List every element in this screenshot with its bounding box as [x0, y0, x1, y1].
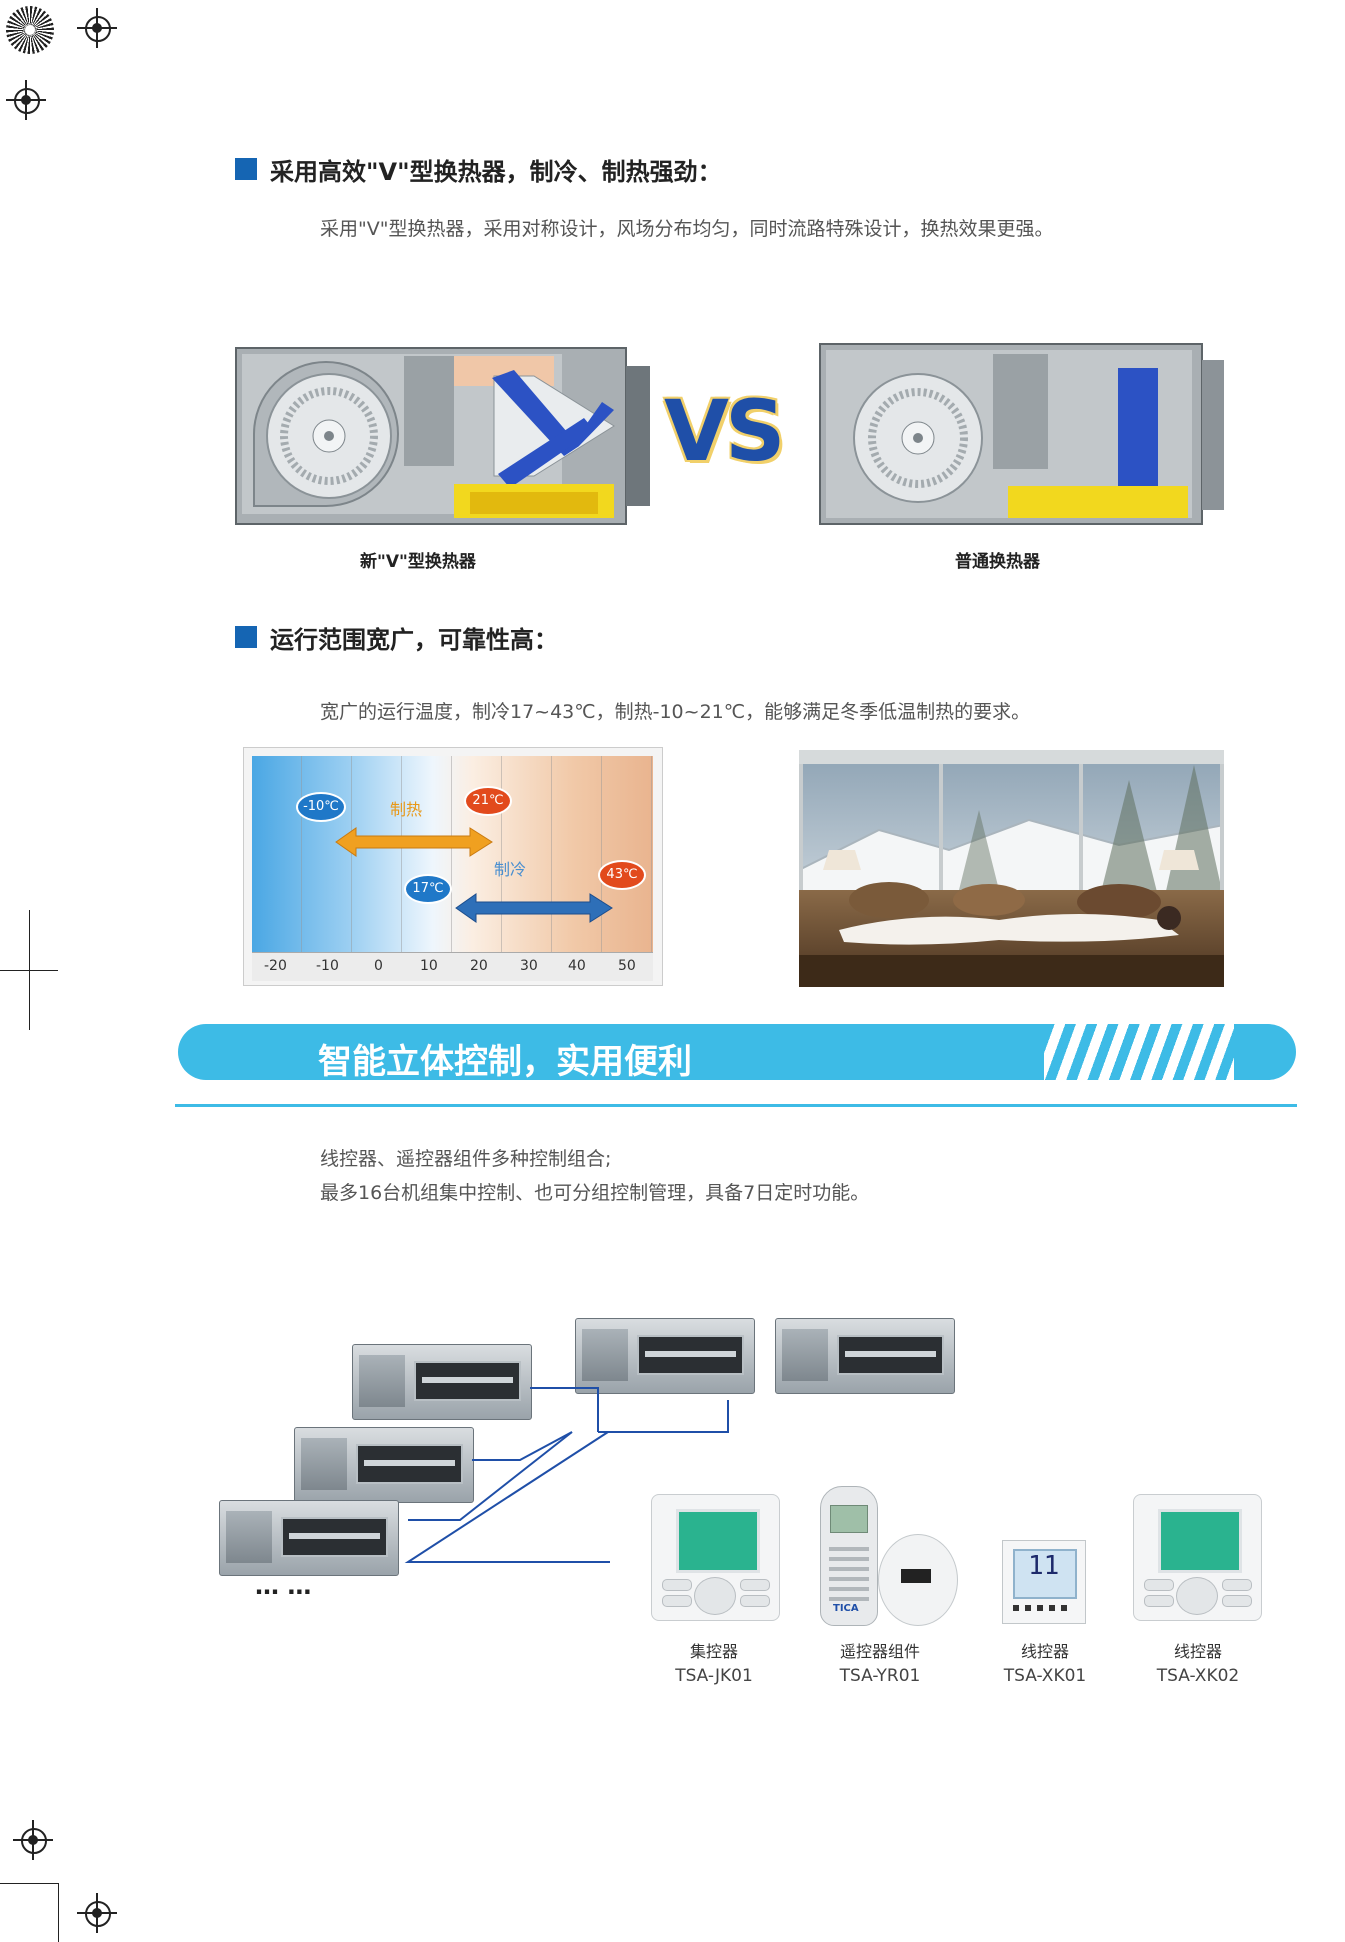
cooling-label: 制冷 — [494, 860, 527, 879]
vs-label: VS — [664, 382, 785, 480]
banner-title: 智能立体控制，实用便利 — [318, 1042, 692, 1082]
controller-model: TSA-YR01 — [839, 1666, 921, 1686]
axis-tick: -10 — [316, 958, 339, 974]
v-heat-exchanger-illustration — [234, 346, 654, 528]
section-title-v-heat-exchanger: 采用高效"V"型换热器，制冷、制热强劲： — [270, 158, 722, 186]
cooling-max-badge: 43℃ — [598, 860, 646, 890]
registration-mark — [77, 8, 117, 48]
more-units-ellipsis: … … — [255, 1572, 312, 1600]
axis-tick: 40 — [568, 958, 586, 974]
remote-holder-device — [878, 1534, 958, 1626]
axis-tick: 10 — [420, 958, 438, 974]
crop-mark — [0, 1883, 58, 1884]
cooling-min-badge: 17℃ — [404, 874, 452, 904]
control-description-line2: 最多16台机组集中控制、也可分组控制管理，具备7日定时功能。 — [320, 1182, 870, 1204]
wired-controller-xk01-device: 11 — [1002, 1540, 1086, 1624]
section-description: 宽广的运行温度，制冷17~43℃，制热-10~21℃，能够满足冬季低温制热的要求… — [320, 701, 1031, 723]
winter-living-room-photo — [799, 750, 1224, 987]
section-bullet — [235, 626, 257, 648]
lcd-display: 11 — [1028, 1551, 1060, 1581]
axis-tick: 30 — [520, 958, 538, 974]
section-description: 采用"V"型换热器，采用对称设计，风场分布均匀，同时流路特殊设计，换热效果更强。 — [320, 218, 1054, 240]
controller-label: 线控器 — [1173, 1642, 1222, 1661]
temperature-range-chart: -20 -10 0 10 20 30 40 50 -10℃ 制热 21℃ 制冷 … — [243, 747, 663, 986]
brand-logo: TICA — [833, 1603, 859, 1614]
controller-model: TSA-XK02 — [1156, 1666, 1240, 1686]
heating-min-badge: -10℃ — [296, 792, 346, 822]
controller-model: TSA-XK01 — [1003, 1666, 1087, 1686]
ducted-unit — [352, 1344, 532, 1420]
caption-v-heat-exchanger: 新"V"型换热器 — [360, 552, 476, 572]
controller-model: TSA-JK01 — [675, 1666, 753, 1686]
registration-mark — [77, 1893, 117, 1933]
crop-mark — [29, 910, 30, 1030]
axis-tick: -20 — [264, 958, 287, 974]
caption-normal-heat-exchanger: 普通换热器 — [955, 552, 1040, 572]
axis-tick: 0 — [374, 958, 383, 974]
normal-heat-exchanger-illustration — [818, 342, 1228, 528]
registration-sunburst — [0, 0, 60, 60]
ducted-unit — [219, 1500, 399, 1576]
controller-label: 遥控器组件 — [839, 1642, 920, 1661]
controller-label: 线控器 — [1020, 1642, 1069, 1661]
section-banner — [178, 1024, 1296, 1080]
control-description-line1: 线控器、遥控器组件多种控制组合; — [320, 1148, 612, 1170]
section-bullet — [235, 158, 257, 180]
registration-mark — [13, 1820, 53, 1860]
axis-tick: 20 — [470, 958, 488, 974]
banner-underline — [175, 1104, 1297, 1107]
ducted-unit — [775, 1318, 955, 1394]
heating-max-badge: 21℃ — [464, 786, 512, 816]
registration-mark — [6, 80, 46, 120]
axis-tick: 50 — [618, 958, 636, 974]
wired-controller-xk02-device — [1133, 1494, 1262, 1621]
banner-stripes — [1044, 1024, 1234, 1080]
section-title-operating-range: 运行范围宽广，可靠性高： — [270, 626, 558, 654]
range-arrows — [335, 827, 613, 923]
crop-mark — [58, 1883, 59, 1942]
remote-controller-device — [820, 1486, 878, 1626]
ducted-unit — [575, 1318, 755, 1394]
controller-label: 集控器 — [689, 1642, 738, 1661]
central-controller-device — [651, 1494, 780, 1621]
heating-label: 制热 — [390, 800, 423, 819]
